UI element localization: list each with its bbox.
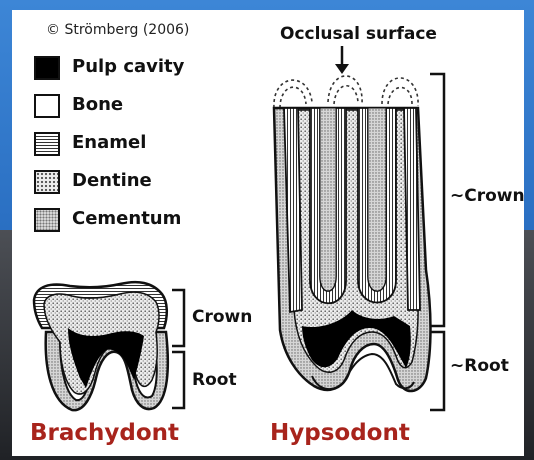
copyright-credit: © Strömberg (2006) [46,22,189,38]
legend-label: Cementum [72,208,181,229]
dentine-swatch [34,170,60,194]
hypsodont-root-label: ~Root [450,356,509,376]
legend-label: Bone [72,94,123,115]
brachydont-title: Brachydont [30,420,179,446]
diagram-panel: © Strömberg (2006) Pulp cavity Bone Enam… [12,10,524,456]
pulp-cavity-swatch [34,56,60,80]
brachydont-crown-label: Crown [192,307,252,327]
occlusal-arrow [335,46,349,74]
occlusal-surface-label: Occlusal surface [280,24,437,44]
legend-label: Dentine [72,170,152,191]
legend-label: Enamel [72,132,146,153]
hypsodont-crown-label: ~Crown [450,186,525,206]
legend-label: Pulp cavity [72,56,184,77]
enamel-swatch [34,132,60,156]
brachydont-root-label: Root [192,370,237,390]
hypsodont-tooth [274,76,431,391]
bone-swatch [34,94,60,118]
brachydont-brackets [172,290,184,408]
cementum-swatch [34,208,60,232]
hypsodont-brackets [430,74,444,410]
brachydont-tooth [34,282,168,410]
hypsodont-title: Hypsodont [270,420,410,446]
